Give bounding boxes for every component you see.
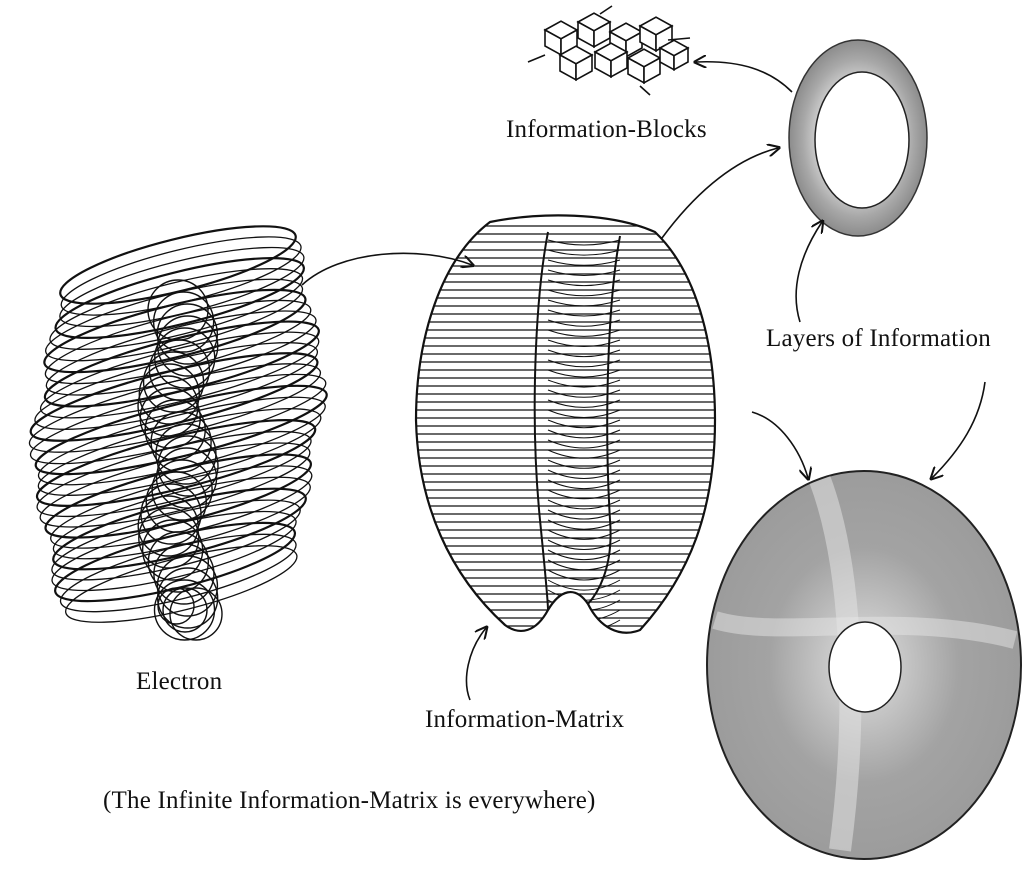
matrix-curve-line <box>548 440 620 448</box>
matrix-curve-line <box>548 280 620 286</box>
arrow-matrix-to-ring <box>662 148 778 238</box>
electron-inner-coil <box>140 388 200 448</box>
matrix-curve-line <box>548 460 620 468</box>
matrix-curve-line <box>548 410 620 418</box>
matrix-curve-line <box>548 450 620 458</box>
layers-of-information-label: Layers of Information <box>766 325 991 353</box>
small-information-ring <box>789 40 927 236</box>
arrow-ring-to-blocks <box>696 62 792 92</box>
matrix-curve-line <box>548 610 620 621</box>
matrix-curve-line <box>548 250 620 255</box>
block-edge <box>640 86 650 95</box>
electron-inner-coil <box>143 520 203 580</box>
information-block <box>628 49 660 83</box>
information-blocks-figure <box>528 6 690 95</box>
information-matrix-figure <box>410 215 720 634</box>
arrow-layers-to-disc <box>932 382 985 478</box>
matrix-curve-line <box>548 260 620 265</box>
electron-inner-coil <box>157 448 217 508</box>
matrix-curve-line <box>548 290 620 296</box>
information-block <box>578 13 610 47</box>
arrow-matrix-to-disc <box>752 412 808 478</box>
caption-text: (The Infinite Information-Matrix is ever… <box>103 787 596 815</box>
electron-figure <box>23 210 333 640</box>
arrow-electron-to-matrix <box>302 253 472 285</box>
matrix-curve-line <box>548 300 620 306</box>
matrix-curve-line <box>548 580 620 590</box>
information-matrix-label: Information-Matrix <box>425 706 624 734</box>
arrow-layers-to-ring <box>796 222 822 322</box>
block-edge <box>528 55 545 62</box>
matrix-curve-line <box>548 310 620 316</box>
block-edge <box>600 6 612 14</box>
electron-label: Electron <box>136 668 222 696</box>
arrow-label-to-matrix <box>467 628 486 700</box>
information-blocks-label: Information-Blocks <box>506 116 707 144</box>
matrix-curve-line <box>548 400 620 407</box>
matrix-curve-line <box>548 370 620 377</box>
electron-coil <box>39 284 317 401</box>
large-information-disc <box>707 471 1021 859</box>
